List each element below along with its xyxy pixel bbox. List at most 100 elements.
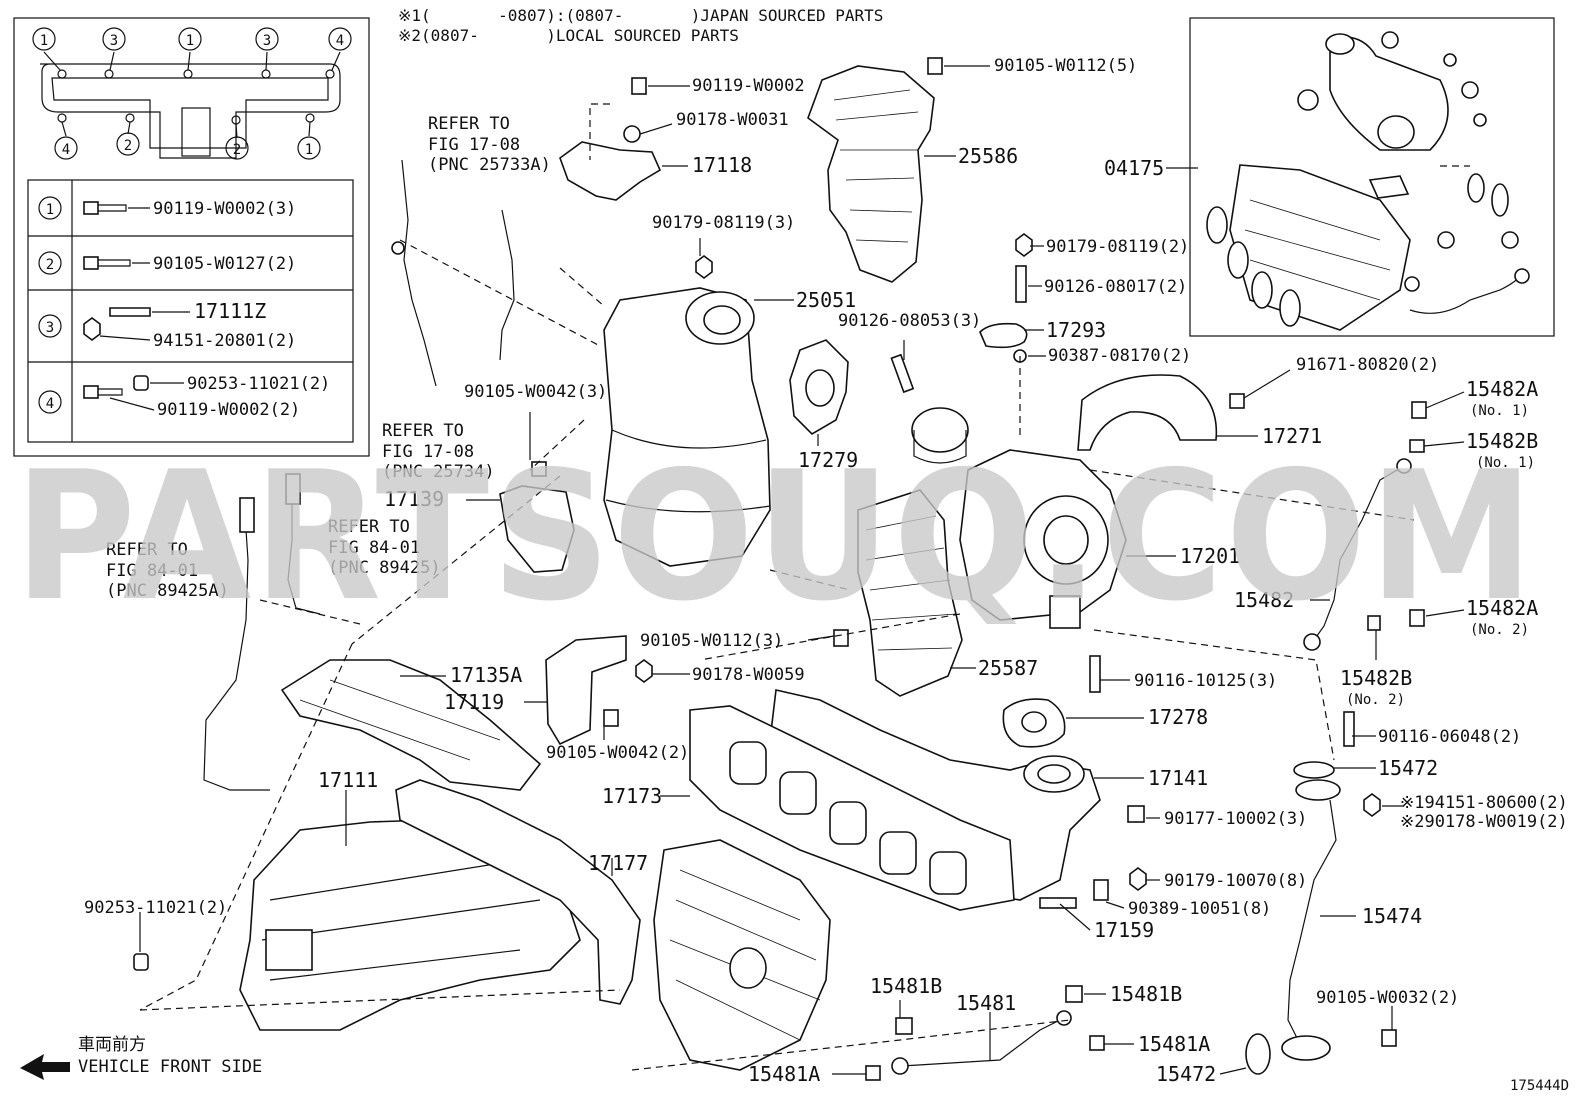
- part-label: (No. 1): [1476, 455, 1535, 471]
- part-label: 90126-08017(2): [1044, 277, 1187, 297]
- legend-row-3-part-a: 17111Z: [194, 299, 266, 323]
- svg-text:FIG 84-01: FIG 84-01: [328, 538, 420, 558]
- inset-frame: [1189, 17, 1555, 337]
- svg-text:(PNC 89425): (PNC 89425): [328, 558, 441, 578]
- part-label: ※290178-W0019(2): [1400, 812, 1568, 832]
- top-marker-4: 3: [255, 27, 279, 51]
- sensor-harness-b: [499, 209, 515, 361]
- part-label: 90116-06048(2): [1378, 727, 1521, 747]
- part-label: ※194151-80600(2): [1400, 793, 1568, 813]
- part-label: 15481B: [1110, 982, 1182, 1006]
- legend-row-2-part: 90105-W0127(2): [153, 254, 296, 274]
- svg-text:REFER TO: REFER TO: [328, 517, 410, 537]
- top-marker-2: 3: [102, 27, 126, 51]
- part-label: 15481: [956, 991, 1016, 1015]
- legend-row-3: 3 17111Z 94151-20801(2): [38, 299, 296, 351]
- svg-text:3: 3: [46, 320, 54, 336]
- sensor-harness-a: [401, 159, 437, 387]
- part-label: 90253-11021(2): [84, 898, 227, 918]
- part-label: 90179-08119(3): [652, 213, 795, 233]
- part-label: 15482B: [1340, 666, 1412, 690]
- gasket-17293: [979, 322, 1028, 349]
- part-label: 90105-W0032(2): [1316, 988, 1459, 1008]
- part-label: 17201: [1180, 544, 1240, 568]
- diagram-code: 175444D: [1510, 1078, 1569, 1094]
- part-label: 15474: [1362, 904, 1422, 928]
- heat-insulator-upper: [807, 65, 935, 283]
- fastener-marks: [133, 57, 1427, 1081]
- svg-text:4: 4: [46, 396, 54, 412]
- part-label: 17279: [798, 448, 858, 472]
- legend-row-3-part-b: 94151-20801(2): [153, 331, 296, 351]
- part-label: 90179-10070(8): [1164, 871, 1307, 891]
- svg-text:4: 4: [336, 33, 344, 49]
- part-label: 25587: [978, 656, 1038, 680]
- svg-text:2: 2: [124, 138, 132, 154]
- svg-text:2: 2: [233, 142, 241, 158]
- part-label: 17271: [1262, 424, 1322, 448]
- part-label: 90105-W0042(3): [464, 382, 607, 402]
- bottom-marker-1: 4: [54, 136, 78, 160]
- heat-insulator-17271: [1077, 374, 1218, 451]
- oil-feed-pipe: [1313, 465, 1405, 641]
- part-label: (No. 2): [1470, 622, 1529, 638]
- bracket-17139: [499, 485, 575, 573]
- heat-insulator-lower: [857, 489, 963, 697]
- bottom-marker-4: 1: [297, 136, 321, 160]
- legend-row-4: 4 90253-11021(2) 90119-W0002(2): [38, 374, 330, 420]
- intake-manifold: [239, 819, 581, 1031]
- legend-row-1-part: 90119-W0002(3): [153, 199, 296, 219]
- vehicle-front-en: VEHICLE FRONT SIDE: [78, 1057, 262, 1077]
- note-japan-sourced: ※1( -0807):(0807- )JAPAN SOURCED PARTS: [398, 6, 883, 25]
- part-label: 25586: [958, 144, 1018, 168]
- fastener-legend: 1 3 1 3 4 4 2 2 1 1 90119-W0002(3) 2 901…: [13, 17, 370, 457]
- part-label: 15472: [1378, 756, 1438, 780]
- part-label: 90105-W0112(5): [994, 56, 1137, 76]
- vehicle-front-jp: 車両前方: [78, 1035, 146, 1055]
- part-label: 15482B: [1466, 429, 1538, 453]
- part-label: 15481B: [870, 974, 942, 998]
- part-label: 17111: [318, 768, 378, 792]
- bottom-marker-2: 2: [116, 132, 140, 156]
- part-label: 90178-W0031: [676, 110, 789, 130]
- svg-text:(PNC 25733A): (PNC 25733A): [428, 155, 551, 175]
- part-label: 90119-W0002: [692, 76, 805, 96]
- watermark: PARTSOUQ.COM: [14, 433, 1536, 640]
- part-label: 90177-10002(3): [1164, 809, 1307, 829]
- legend-row-1: 1 90119-W0002(3): [38, 196, 296, 220]
- part-label: 17177: [588, 851, 648, 875]
- svg-text:(PNC 25734): (PNC 25734): [382, 462, 495, 482]
- part-label: (No. 1): [1470, 403, 1529, 419]
- legend-frame: [13, 17, 370, 457]
- vehicle-front-arrow: [20, 1054, 70, 1080]
- svg-text:2: 2: [46, 257, 54, 273]
- part-label: 25051: [796, 288, 856, 312]
- svg-text:3: 3: [110, 33, 118, 49]
- legend-row-4-part-a: 90253-11021(2): [187, 374, 330, 394]
- top-marker-3: 1: [178, 27, 202, 51]
- part-label: 17278: [1148, 705, 1208, 729]
- svg-text:REFER TO: REFER TO: [106, 540, 188, 560]
- gasket-bolt-map: [40, 51, 341, 159]
- part-label: 17139: [384, 487, 444, 511]
- inset-part-number: 04175: [1104, 156, 1164, 180]
- part-label: 90116-10125(3): [1134, 671, 1277, 691]
- svg-text:REFER TO: REFER TO: [382, 421, 464, 441]
- leader-lines: [139, 65, 1465, 1075]
- top-marker-5: 4: [328, 27, 352, 51]
- part-label: 17173: [602, 784, 662, 808]
- alignment-lines: [139, 103, 1415, 1071]
- oxygen-sensor-wire-a: [203, 499, 270, 791]
- part-label: 17118: [692, 153, 752, 177]
- part-label: 17135A: [450, 663, 522, 687]
- part-label: 90389-10051(8): [1128, 899, 1271, 919]
- intake-gasket: [395, 779, 641, 1005]
- top-marker-1: 1: [32, 27, 56, 51]
- note-local-sourced: ※2(0807- )LOCAL SOURCED PARTS: [398, 26, 739, 45]
- part-label: 15481A: [1138, 1032, 1210, 1056]
- part-label: 17141: [1148, 766, 1208, 790]
- svg-text:4: 4: [62, 142, 70, 158]
- svg-text:1: 1: [40, 33, 48, 49]
